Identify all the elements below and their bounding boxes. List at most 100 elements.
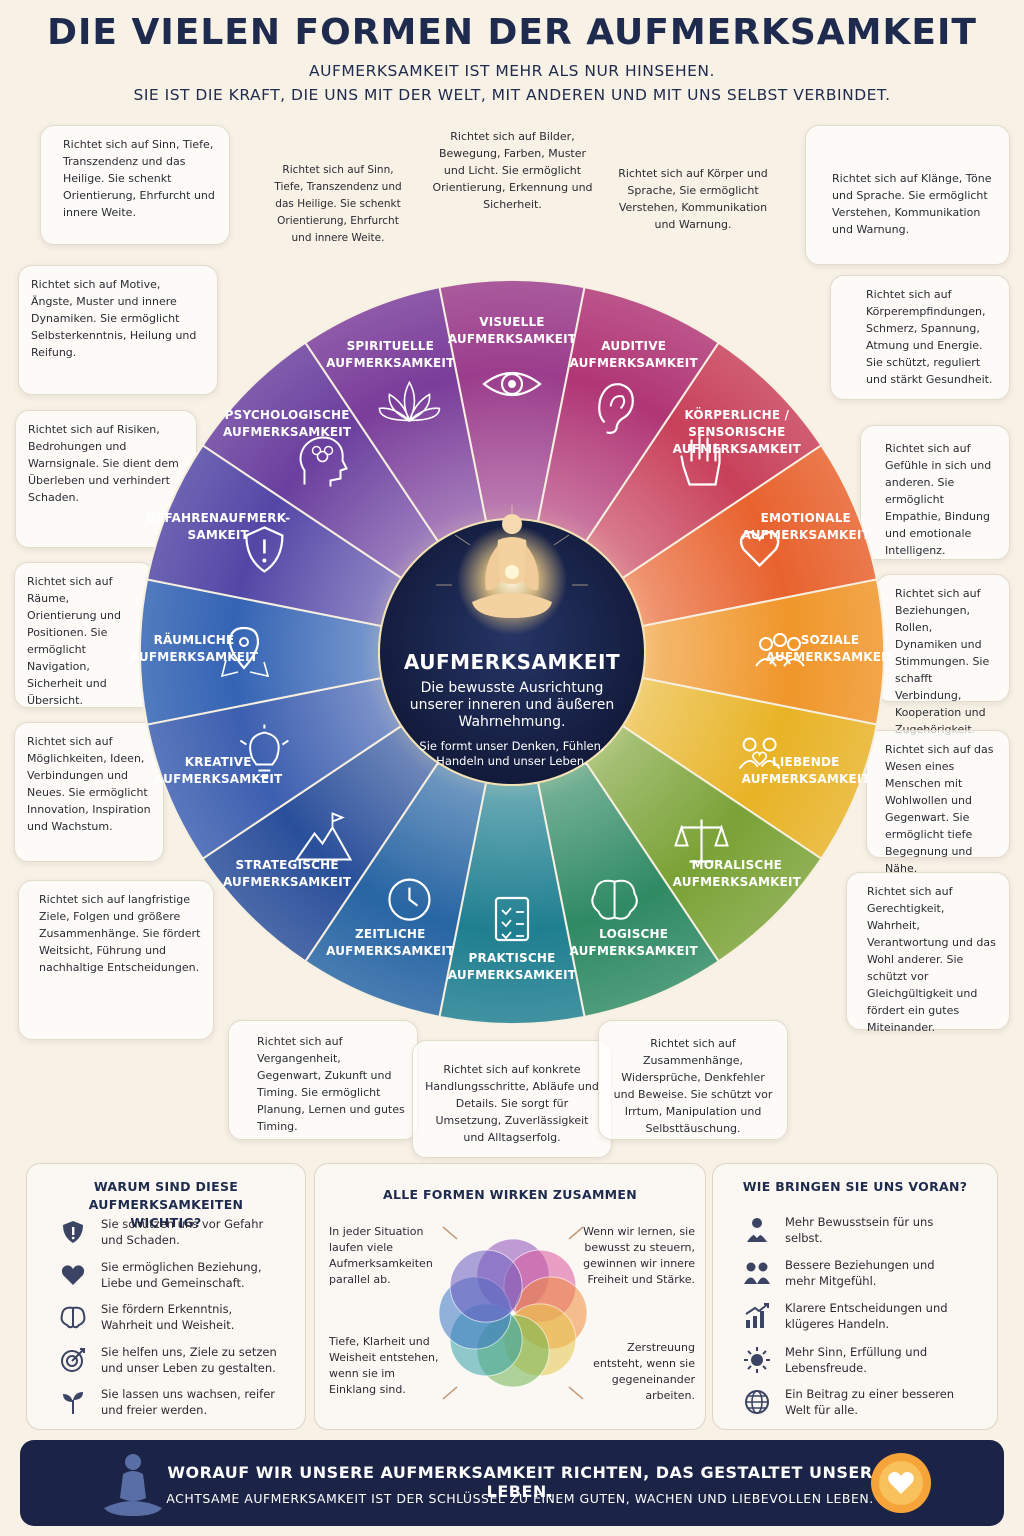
sun-icon bbox=[744, 1347, 770, 1373]
card-kreativ: Richtet sich auf Möglichkeiten, Ideen, V… bbox=[14, 722, 164, 862]
lightbulb-icon bbox=[239, 724, 289, 778]
map-pin-icon bbox=[220, 626, 270, 678]
card-auditiv: Richtet sich auf Klänge, Töne und Sprach… bbox=[805, 125, 1010, 265]
arrow-br-icon bbox=[568, 1386, 584, 1400]
card-liebend: Richtet sich auf das Wesen eines Mensche… bbox=[866, 730, 1010, 875]
couple-heart-icon bbox=[738, 737, 781, 770]
brain-icon bbox=[60, 1306, 86, 1329]
panel-forward-title: WIE BRINGEN SIE UNS VORAN? bbox=[742, 1179, 968, 1194]
card-moralisch: Richtet sich auf Gerechtigkeit, Wahrheit… bbox=[846, 872, 1010, 1034]
panel-why-important: WARUM SIND DIESE AUFMERKSAMKEITEN WICHTI… bbox=[26, 1163, 306, 1430]
card-koerperlich: Richtet sich auf Körperempfindungen, Sch… bbox=[830, 275, 1010, 400]
panel-together: ALLE FORMEN WIRKEN ZUSAMMEN In jeder Sit… bbox=[314, 1163, 706, 1430]
arrow-bl-icon bbox=[442, 1386, 458, 1400]
people-icon bbox=[755, 633, 805, 667]
center-description: Die bewusste Ausrichtung unserer inneren… bbox=[409, 680, 615, 730]
center-description-2: Sie formt unser Denken, Fühlen, Handeln … bbox=[419, 739, 605, 768]
globe-icon bbox=[745, 1390, 769, 1414]
why-item-text: Sie schützen uns vor Gefahr und Schaden. bbox=[101, 1217, 264, 1247]
head-flower-icon bbox=[299, 436, 348, 487]
ear-icon bbox=[598, 383, 634, 434]
target-icon bbox=[61, 1348, 85, 1372]
inner-text-visuell: Richtet sich auf Bilder, Bewegung, Farbe… bbox=[432, 130, 593, 211]
segment-label-3: Körperliche / sensorische Aufmerksamkeit bbox=[672, 408, 802, 457]
sprout-icon bbox=[63, 1392, 83, 1414]
eye-icon bbox=[482, 372, 542, 396]
hand-icon bbox=[680, 435, 721, 486]
segment-label-2: Auditive Aufmerksamkeit bbox=[569, 339, 698, 371]
person-heart-icon bbox=[747, 1218, 767, 1242]
segment-label-11: Strategische Aufmerksamkeit bbox=[222, 857, 352, 889]
subtitle-line-1: AUFMERKSAMKEIT IST MEHR ALS NUR HINSEHEN… bbox=[309, 62, 715, 80]
card-spirituell-outer: Richtet sich auf Sinn, Tiefe, Transzende… bbox=[40, 125, 230, 245]
segment-label-6: Liebende Aufmerksamkeit bbox=[741, 754, 870, 786]
forward-item-text: Bessere Beziehungen und mehr Mitgefühl. bbox=[785, 1258, 935, 1288]
segment-label-9: Praktische Aufmerksamkeit bbox=[447, 951, 577, 982]
card-praktisch: Richtet sich auf konkrete Handlungsschri… bbox=[412, 1040, 612, 1158]
why-item-4: Sie helfen uns, Ziele zu setzen und unse… bbox=[59, 1344, 279, 1376]
lotus-icon bbox=[378, 380, 441, 423]
checklist-icon bbox=[494, 896, 530, 942]
why-item-3: Sie fördern Erkenntnis, Wahrheit und Wei… bbox=[59, 1301, 279, 1333]
together-text-bottom-right: Zerstreuung entsteht, wenn sie gegeneina… bbox=[593, 1341, 695, 1402]
footer-line-2: ACHTSAME AUFMERKSAMKEIT IST DER SCHLÜSSE… bbox=[166, 1491, 874, 1506]
forward-item-4: Mehr Sinn, Erfüllung und Lebensfreude. bbox=[743, 1344, 963, 1376]
clock-icon bbox=[388, 878, 431, 921]
segment-label-5: Soziale Aufmerksamkeit bbox=[765, 633, 895, 664]
footer-banner bbox=[20, 1440, 1004, 1526]
people-icon bbox=[744, 1262, 770, 1284]
subtitle-line-2: SIE IST DIE KRAFT, DIE UNS MIT DER WELT,… bbox=[133, 86, 891, 104]
together-text-top-right: Wenn wir lernen, sie bewusst zu steuern,… bbox=[583, 1225, 695, 1286]
attention-wheel bbox=[139, 279, 885, 1025]
card-strategisch: Richtet sich auf langfristige Ziele, Fol… bbox=[18, 880, 214, 1040]
meditating-figure-icon bbox=[436, 505, 588, 635]
card-psychologisch: Richtet sich auf Motive, Ängste, Muster … bbox=[18, 265, 218, 395]
mountain-flag-icon bbox=[294, 812, 353, 861]
inner-text-spirituell: Richtet sich auf Sinn, Tiefe, Transzende… bbox=[274, 164, 402, 244]
why-item-text: Sie fördern Erkenntnis, Wahrheit und Wei… bbox=[101, 1302, 235, 1332]
together-text-top-left: In jeder Situation laufen viele Aufmerks… bbox=[329, 1225, 433, 1286]
segment-label-14: Gefahrenaufmerk-samkeit bbox=[146, 511, 291, 543]
forward-item-text: Ein Beitrag zu einer besseren Welt für a… bbox=[785, 1387, 955, 1417]
forward-item-text: Klarere Entscheidungen und klügeres Hand… bbox=[785, 1301, 948, 1331]
heart-badge-icon bbox=[871, 1453, 931, 1513]
card-zeitlich: Richtet sich auf Vergangenheit, Gegenwar… bbox=[228, 1020, 418, 1140]
why-item-text: Sie helfen uns, Ziele zu setzen und unse… bbox=[101, 1345, 277, 1375]
segment-label-12: Kreative Aufmerksamkeit bbox=[154, 754, 283, 786]
heart-icon bbox=[739, 531, 780, 568]
warning-shield-icon bbox=[245, 526, 284, 573]
growth-chart-icon bbox=[745, 1303, 769, 1328]
forward-item-2: Bessere Beziehungen und mehr Mitgefühl. bbox=[743, 1257, 963, 1289]
forward-item-text: Mehr Sinn, Erfüllung und Lebensfreude. bbox=[785, 1345, 928, 1375]
card-emotional: Richtet sich auf Gefühle in sich und and… bbox=[860, 425, 1010, 560]
center-title: AUFMERKSAMKEIT bbox=[403, 650, 621, 674]
why-item-1: Sie schützen uns vor Gefahr und Schaden. bbox=[59, 1216, 279, 1248]
forward-item-5: Ein Beitrag zu einer besseren Welt für a… bbox=[743, 1386, 963, 1418]
arrow-tl-icon bbox=[442, 1226, 458, 1240]
page-title: DIE VIELEN FORMEN DER AUFMERKSAMKEIT bbox=[47, 12, 977, 53]
why-item-text: Sie ermöglichen Beziehung, Liebe und Gem… bbox=[101, 1260, 262, 1290]
segment-label-1: Visuelle Aufmerksamkeit bbox=[447, 315, 577, 346]
forward-item-text: Mehr Bewusstsein für uns selbst. bbox=[785, 1215, 934, 1245]
segment-label-4: Emotionale Aufmerksamkeit bbox=[741, 511, 870, 543]
panel-forward: WIE BRINGEN SIE UNS VORAN? Mehr Bewussts… bbox=[712, 1163, 998, 1430]
heart-icon bbox=[61, 1265, 85, 1285]
venn-circles bbox=[438, 1226, 588, 1400]
segment-label-10: Zeitliche Aufmerksamkeit bbox=[326, 926, 455, 958]
panel-why-title: WARUM SIND DIESE AUFMERKSAMKEITEN WICHTI… bbox=[88, 1179, 244, 1230]
forward-item-1: Mehr Bewusstsein für uns selbst. bbox=[743, 1214, 963, 1246]
venn-circle-8 bbox=[449, 1249, 523, 1323]
together-text-bottom-left: Tiefe, Klarheit und Weisheit entstehen, … bbox=[329, 1335, 439, 1396]
segment-label-15: Psychologische Aufmerksamkeit bbox=[222, 408, 352, 440]
panel-together-title: ALLE FORMEN WIRKEN ZUSAMMEN bbox=[382, 1187, 638, 1202]
card-logisch: Richtet sich auf Zusammenhänge, Widerspr… bbox=[598, 1020, 788, 1140]
scales-icon bbox=[674, 819, 729, 863]
segment-label-8: Logische Aufmerksamkeit bbox=[569, 926, 698, 958]
segment-label-7: Moralische Aufmerksamkeit bbox=[672, 857, 802, 889]
inner-text-auditiv: Richtet sich auf Körper und Sprache, Sie… bbox=[618, 167, 768, 231]
arrow-tr-icon bbox=[568, 1226, 584, 1240]
footer-line-1: WORAUF WIR UNSERE AUFMERKSAMKEIT RICHTEN… bbox=[167, 1463, 873, 1501]
brain-icon bbox=[591, 879, 638, 920]
forward-item-3: Klarere Entscheidungen und klügeres Hand… bbox=[743, 1300, 963, 1332]
shield-icon bbox=[63, 1221, 83, 1243]
